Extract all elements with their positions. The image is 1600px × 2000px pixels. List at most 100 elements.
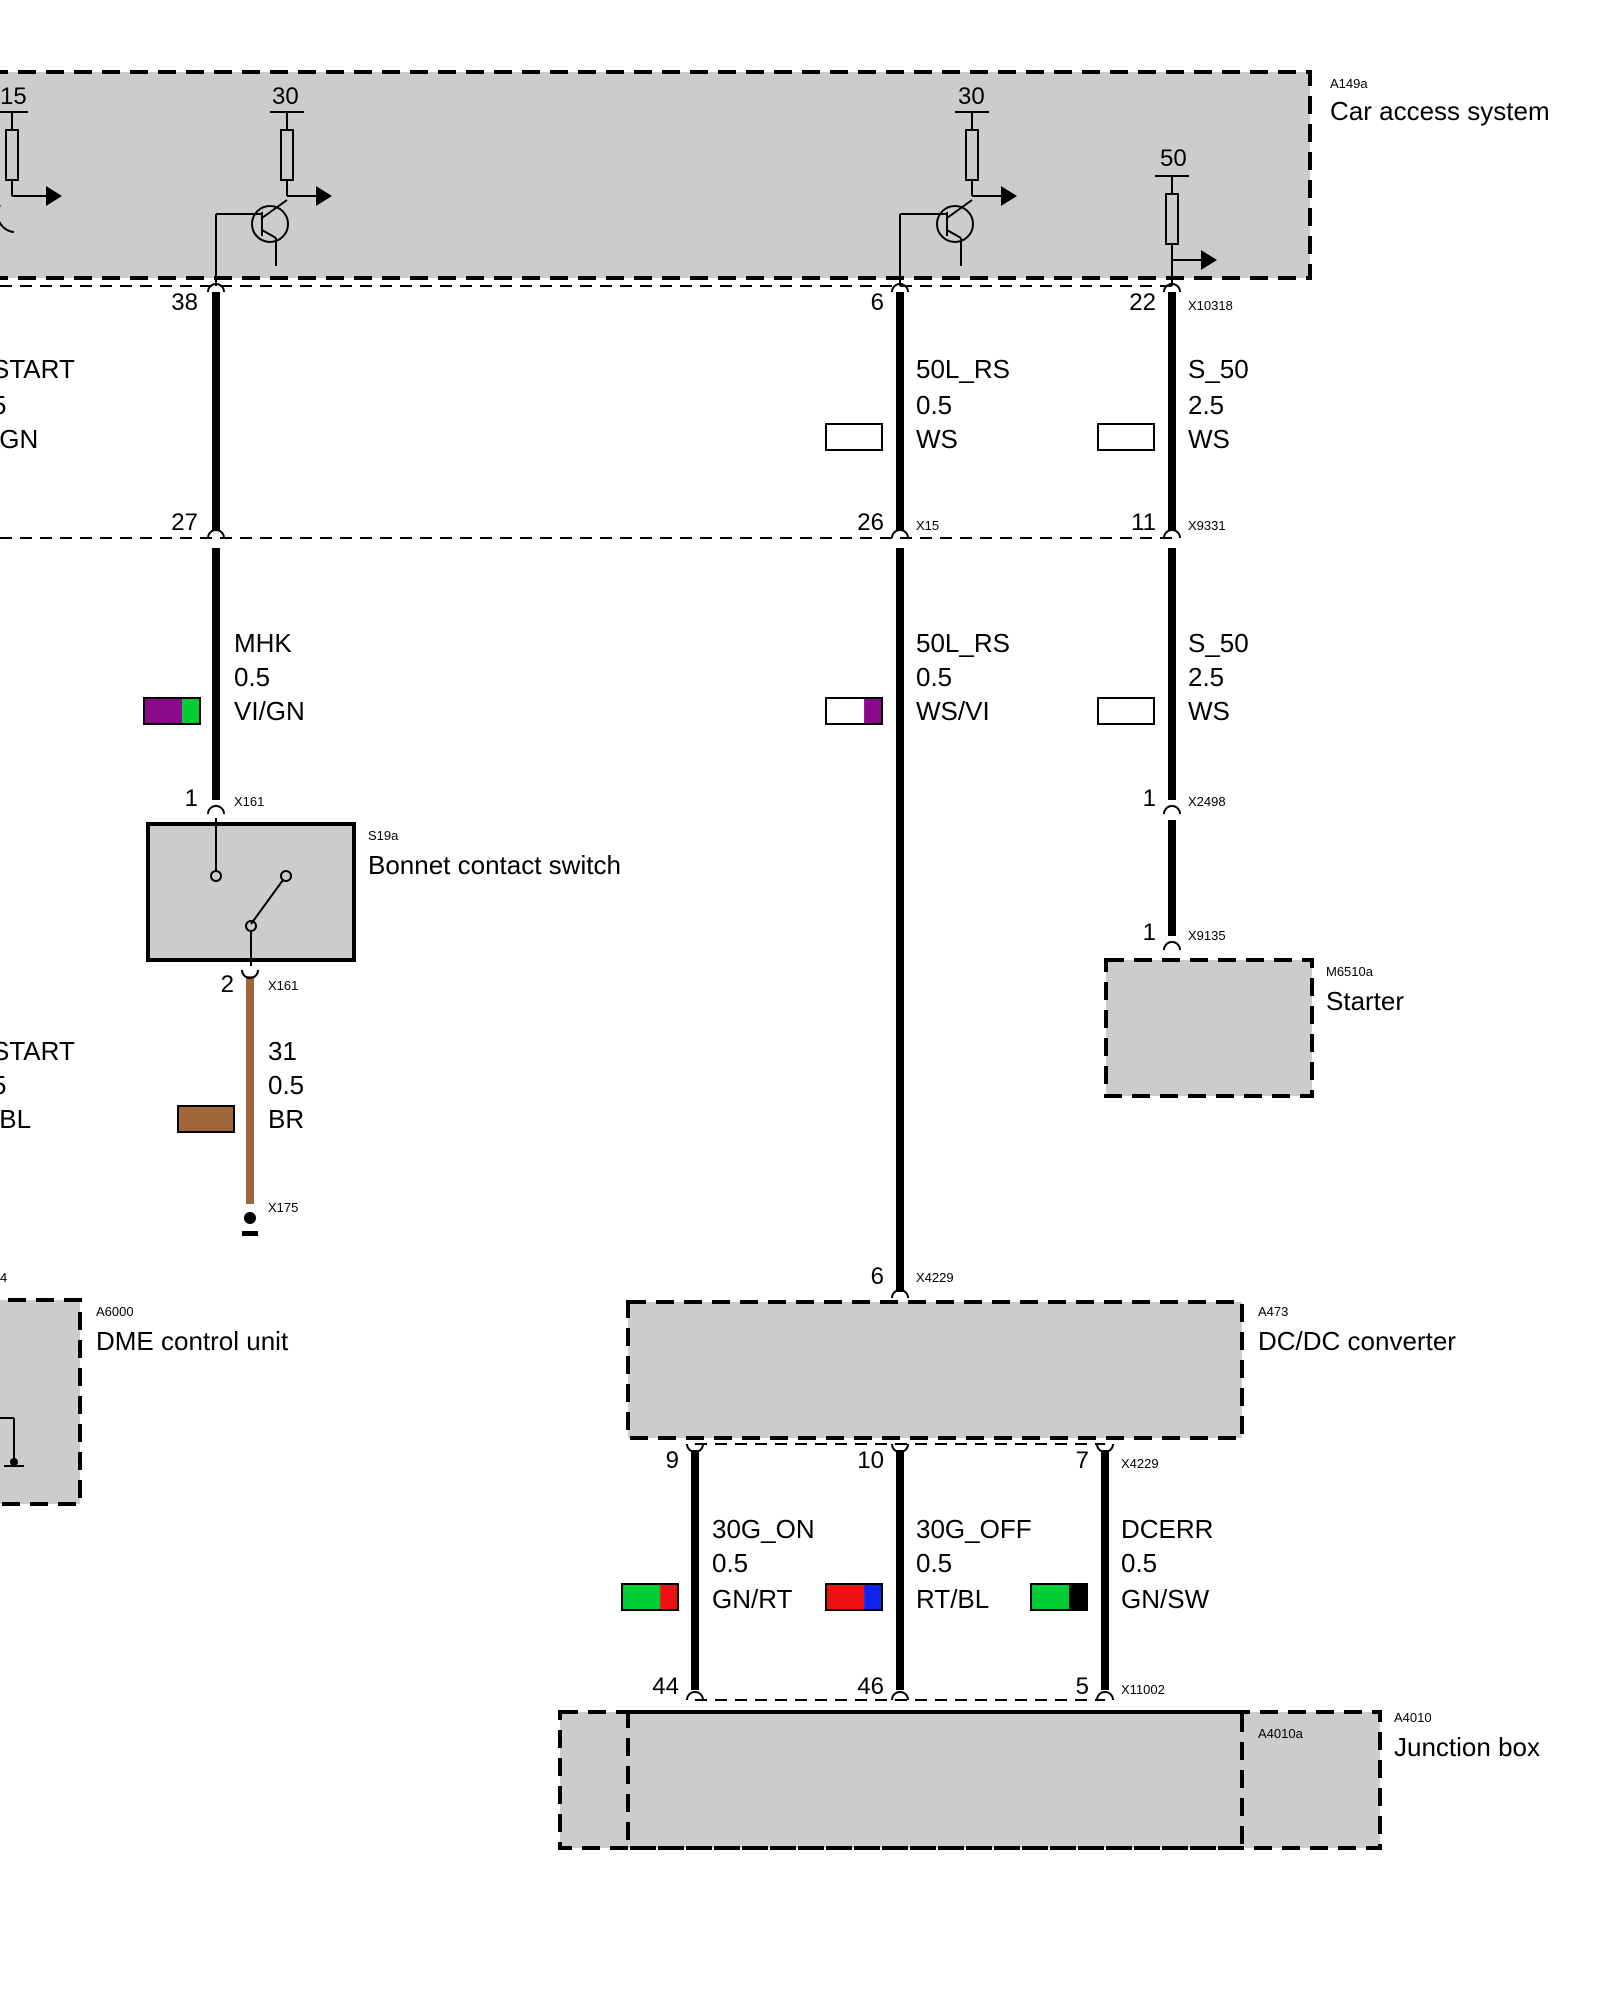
label-mhk: MHK 0.5 VI/GN	[234, 628, 305, 726]
junction-box-outer[interactable]	[558, 1710, 1382, 1850]
swatch-segment	[1069, 1584, 1087, 1610]
swatch-segment	[864, 1584, 882, 1610]
swatch-segment	[826, 698, 865, 724]
connector-x9331: X9331	[1188, 518, 1226, 533]
starter-name: Starter	[1326, 986, 1404, 1016]
junction-box: A4010a A4010 Junction box	[558, 1710, 1540, 1850]
swatch-border	[1097, 423, 1155, 451]
pin-2-x161: 2	[221, 971, 234, 998]
starter-code: M6510a	[1326, 964, 1374, 979]
starter-box[interactable]	[1104, 958, 1314, 1098]
svg-text:30G_ON: 30G_ON	[712, 1514, 815, 1544]
connector-x161-top: X161	[234, 794, 264, 809]
connector-pin-caps	[207, 283, 1181, 1701]
swatch-border	[1030, 1583, 1088, 1611]
cas-output-50: 50	[1155, 145, 1217, 286]
pin-9: 9	[666, 1447, 679, 1474]
pin-22: 22	[1129, 289, 1156, 316]
connector-codes: X10318 X15 X9331 X161 X161 X2498 X9135 X…	[234, 298, 1233, 1697]
connector-x4229-bottom: X4229	[1121, 1456, 1159, 1471]
ground-icon	[10, 1458, 18, 1466]
label-s50-mid: S_50 2.5 WS	[1188, 628, 1249, 726]
cas-output-30-right: 30	[899, 83, 1017, 286]
svg-text:5: 5	[0, 1070, 6, 1100]
car-access-system-box[interactable]	[0, 70, 1312, 280]
svg-text:VI/GN: VI/GN	[234, 696, 305, 726]
dcdc-converter: A473 DC/DC converter	[626, 1300, 1456, 1440]
dme-name: DME control unit	[96, 1326, 289, 1356]
swatch-segment	[864, 698, 882, 724]
label-ground-31: 31 0.5 BR	[268, 1036, 304, 1134]
label-s50-top: S_50 2.5 WS	[1188, 354, 1249, 454]
pin-10: 10	[857, 1447, 884, 1474]
bonnet-contact-switch: S19a Bonnet contact switch	[146, 818, 621, 966]
color-swatch-rs-top	[825, 423, 883, 451]
dcdc-code: A473	[1258, 1304, 1288, 1319]
dme-box[interactable]	[0, 1298, 82, 1506]
dcdc-name: DC/DC converter	[1258, 1326, 1456, 1356]
label-30g-off: 30G_OFF 0.5 RT/BL	[916, 1514, 1032, 1614]
pin-6-x4229: 6	[871, 1263, 884, 1290]
svg-text:50L_RS: 50L_RS	[916, 354, 1010, 384]
svg-text:2.5: 2.5	[1188, 390, 1224, 420]
connector-x10318: X10318	[1188, 298, 1233, 313]
svg-text:30G_OFF: 30G_OFF	[916, 1514, 1032, 1544]
svg-text:0.5: 0.5	[916, 1548, 952, 1578]
dme-partial-code: 4	[0, 1270, 7, 1285]
label-50l-rs-top: 50L_RS 0.5 WS	[916, 354, 1010, 454]
junction-box-inner[interactable]	[626, 1710, 1244, 1850]
cas-output-30-left: 30	[215, 83, 332, 286]
color-swatch-s50-top	[1097, 423, 1155, 451]
jbox-name: Junction box	[1394, 1732, 1540, 1762]
svg-text:/BL: /BL	[0, 1104, 31, 1134]
svg-text:RT/BL: RT/BL	[916, 1584, 989, 1614]
swatch-segment	[826, 424, 882, 450]
bonnet-code: S19a	[368, 828, 399, 843]
swatch-border	[825, 697, 883, 725]
swatch-segment	[1098, 698, 1154, 724]
car-access-system-module: A149a Car access system 15 30	[0, 70, 1550, 286]
svg-text:31: 31	[268, 1036, 297, 1066]
cas-pin-15-label: 15	[0, 83, 27, 110]
pin-1-x161: 1	[185, 785, 198, 812]
svg-text:START: START	[0, 1036, 75, 1066]
svg-text:S_50: S_50	[1188, 628, 1249, 658]
connector-x2498: X2498	[1188, 794, 1226, 809]
svg-text:WS: WS	[1188, 696, 1230, 726]
swatch-segment	[1031, 1584, 1070, 1610]
jbox-inner-code: A4010a	[1258, 1726, 1304, 1741]
pin-27: 27	[171, 509, 198, 536]
cas-output-15: 15	[0, 83, 62, 233]
svg-text:/GN: /GN	[0, 424, 38, 454]
svg-text:50L_RS: 50L_RS	[916, 628, 1010, 658]
svg-text:0.5: 0.5	[1121, 1548, 1157, 1578]
label-30g-on: 30G_ON 0.5 GN/RT	[712, 1514, 815, 1614]
pin-44: 44	[652, 1673, 679, 1700]
transistor-icon	[251, 205, 289, 243]
color-swatch-g-off	[825, 1583, 883, 1611]
pin-26: 26	[857, 509, 884, 536]
cas-pin-30b-label: 30	[958, 83, 985, 110]
pin-38: 38	[171, 289, 198, 316]
dcdc-box[interactable]	[626, 1300, 1244, 1440]
dme-control-unit: 4 A6000 DME control unit	[0, 1270, 289, 1506]
pin-1-x9135: 1	[1143, 919, 1156, 946]
swatch-border	[825, 423, 883, 451]
cas-pin-50-label: 50	[1160, 145, 1187, 172]
svg-text:0.5: 0.5	[916, 390, 952, 420]
svg-text:WS/VI: WS/VI	[916, 696, 990, 726]
svg-text:GN/RT: GN/RT	[712, 1584, 793, 1614]
swatch-segment	[1098, 424, 1154, 450]
label-50l-rs-mid: 50L_RS 0.5 WS/VI	[916, 628, 1010, 726]
swatch-border	[621, 1583, 679, 1611]
connector-x15: X15	[916, 518, 939, 533]
svg-text:0.5: 0.5	[916, 662, 952, 692]
color-swatch-gnd	[177, 1105, 235, 1133]
svg-text:WS: WS	[1188, 424, 1230, 454]
color-swatch-s50-mid	[1097, 697, 1155, 725]
cas-name: Car access system	[1330, 96, 1550, 126]
starter-module: M6510a Starter	[1104, 958, 1404, 1098]
cas-code: A149a	[1330, 76, 1368, 91]
pin-6-cas: 6	[871, 289, 884, 316]
swatch-border	[177, 1105, 235, 1133]
